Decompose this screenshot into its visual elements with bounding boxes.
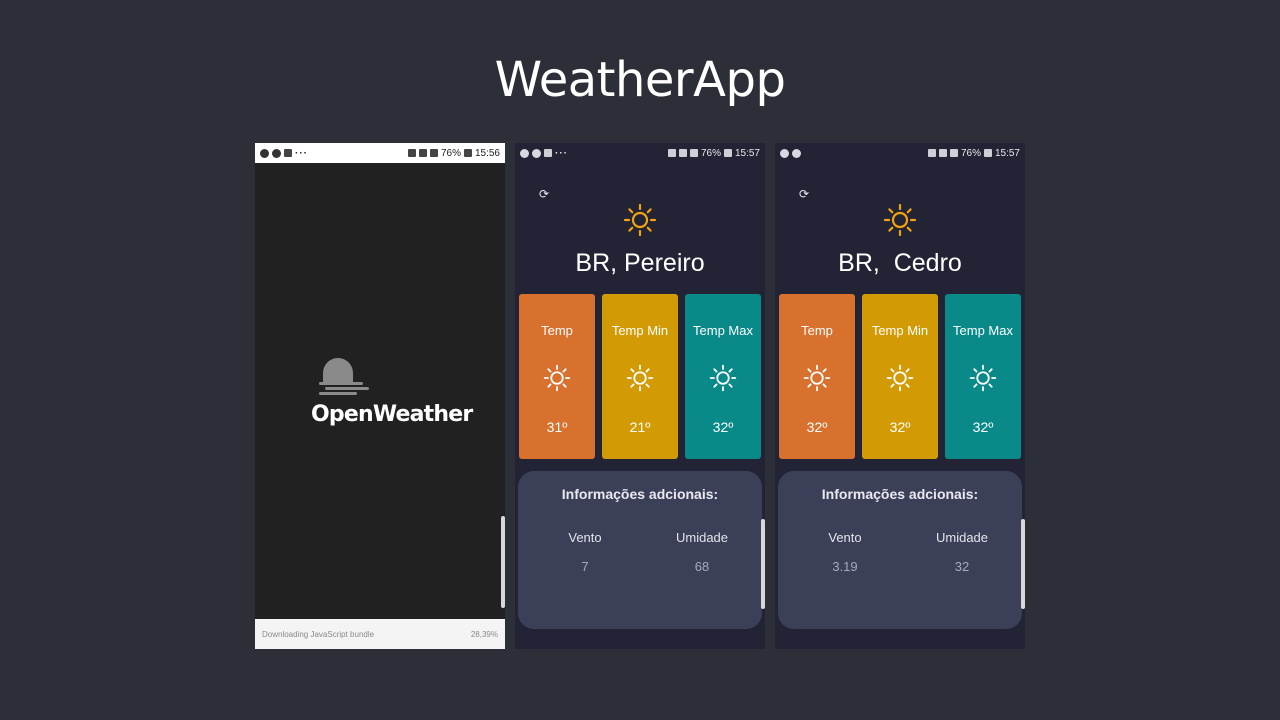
loading-percent: 28,39% [470,629,498,639]
card-temp-min: Temp Min 32º [862,294,938,459]
card-value: 32º [972,419,994,435]
logo-text: OpenWeather [311,402,473,427]
more-dots-icon: ··· [295,147,308,159]
sun-icon [323,358,353,382]
refresh-icon[interactable]: ⟳ [799,187,810,201]
notification-icon [260,148,269,158]
telegram-icon [544,149,552,157]
sun-icon [623,203,657,237]
alarm-icon [927,149,936,157]
sun-icon [626,364,654,392]
refresh-icon[interactable]: ⟳ [539,187,550,201]
humidity-label: Umidade [935,530,989,545]
notification-icon [520,148,529,158]
status-bar: ··· 76% 15:56 [255,143,505,163]
card-value: 21º [629,419,651,435]
scrollbar[interactable] [1021,519,1025,609]
wind-label: Vento [568,530,602,545]
wind-value: 7 [581,559,589,574]
signal-icon [689,149,698,157]
info-title: Informações adcionais: [561,486,719,502]
info-panel: Informações adcionais: Vento 7 Umidade 6… [518,471,762,629]
card-temp-min: Temp Min 21º [602,294,678,459]
battery-percent: 76% [440,147,461,159]
battery-percent: 76% [960,147,981,159]
mute-icon [678,149,687,157]
card-temp-max: Temp Max 32º [685,294,761,459]
card-label: Temp Min [611,323,669,338]
battery-icon [463,149,472,157]
sun-icon [709,364,737,392]
humidity-block: Umidade 68 [657,530,747,574]
card-label: Temp Min [871,323,929,338]
status-bar: 76% 15:57 [775,143,1025,163]
weather-screen-cedro: 76% 15:57 ⟳ BR, Cedro Temp 32º Temp [775,143,1025,649]
sun-icon [886,364,914,392]
sun-icon [969,364,997,392]
openweather-logo: OpenWeather [311,356,473,436]
signal-icon [949,149,958,157]
sun-icon [803,364,831,392]
whatsapp-icon [532,148,541,158]
loading-bar: Downloading JavaScript bundle 28,39% [255,619,505,649]
wind-block: Vento 3.19 [800,530,890,574]
info-title: Informações adcionais: [821,486,979,502]
wind-value: 3.19 [832,559,858,574]
humidity-value: 32 [954,559,970,574]
scrollbar[interactable] [501,516,505,608]
mute-icon [418,149,427,157]
card-label: Temp [801,323,833,338]
humidity-label: Umidade [675,530,729,545]
city-name: BR, Pereiro [575,249,705,277]
wind-block: Vento 7 [540,530,630,574]
alarm-icon [667,149,676,157]
status-time: 15:57 [734,147,760,159]
wind-label: Vento [828,530,862,545]
telegram-icon [284,149,292,157]
humidity-block: Umidade 32 [917,530,1007,574]
card-value: 32º [889,419,911,435]
card-label: Temp Max [953,323,1013,338]
notification-icon [780,148,789,158]
status-bar: ··· 76% 15:57 [515,143,765,163]
card-label: Temp Max [693,323,753,338]
signal-icon [429,149,438,157]
sun-icon [543,364,571,392]
card-value: 32º [712,419,734,435]
battery-icon [723,149,732,157]
whatsapp-icon [272,148,281,158]
battery-percent: 76% [700,147,721,159]
card-temp-max: Temp Max 32º [945,294,1021,459]
sun-icon [883,203,917,237]
card-label: Temp [541,323,573,338]
loading-text: Downloading JavaScript bundle [262,629,375,639]
weather-screen-pereiro: ··· 76% 15:57 ⟳ BR, Pereiro Temp [515,143,765,649]
status-time: 15:56 [474,147,500,159]
humidity-value: 68 [694,559,710,574]
page-title: WeatherApp [494,52,786,108]
scrollbar[interactable] [761,519,765,609]
card-temp: Temp 32º [779,294,855,459]
splash-screen: ··· 76% 15:56 OpenWeather Downloading Ja… [255,143,505,649]
battery-icon [983,149,992,157]
alarm-icon [407,149,416,157]
info-panel: Informações adcionais: Vento 3.19 Umidad… [778,471,1022,629]
more-dots-icon: ··· [555,147,568,159]
card-value: 31º [546,419,568,435]
mute-icon [938,149,947,157]
card-value: 32º [806,419,828,435]
card-temp: Temp 31º [519,294,595,459]
status-time: 15:57 [994,147,1020,159]
city-name: BR, Cedro [838,249,962,277]
shield-icon [792,148,801,158]
